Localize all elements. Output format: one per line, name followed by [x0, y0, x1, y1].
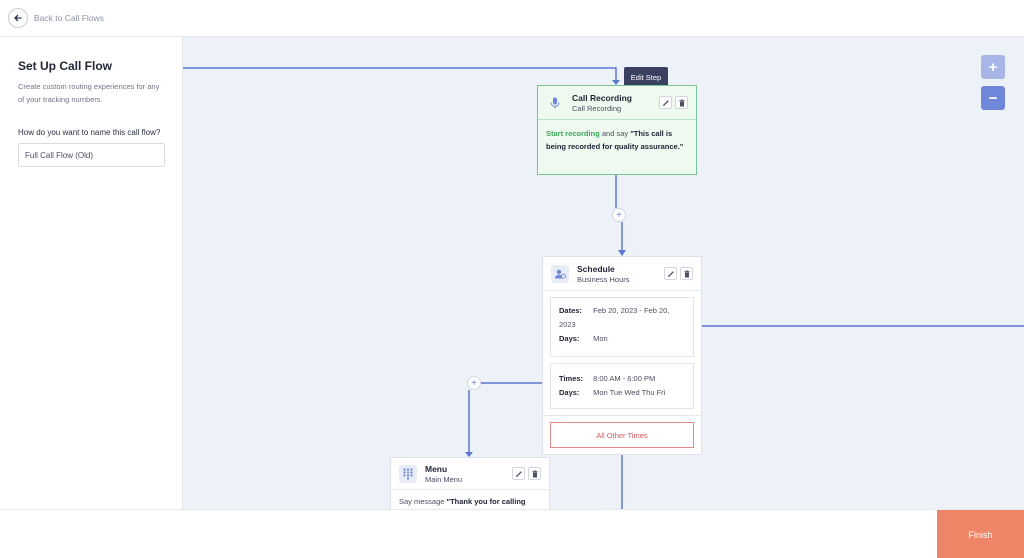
zoom-in-button[interactable]: + — [981, 55, 1005, 79]
dates-row: Dates: Feb 20, 2023 - Feb 20, 2023 — [559, 304, 685, 332]
dates-label: Dates: — [559, 306, 582, 315]
delete-button[interactable] — [675, 96, 688, 109]
node-title: Call Recording — [572, 92, 632, 103]
say-message-label: Say message — [399, 497, 447, 506]
menu-node[interactable]: Menu Main Menu Say message "Thank you fo… — [390, 457, 550, 509]
edit-button[interactable] — [664, 267, 677, 280]
schedule-node[interactable]: Schedule Business Hours Dates: Feb 20, 2… — [542, 256, 702, 455]
delete-button[interactable] — [528, 467, 541, 480]
flow-canvas[interactable]: + + Edit Step Call Recording Call Record… — [183, 37, 1024, 509]
days-value: Mon — [593, 334, 608, 343]
all-other-times-button[interactable]: All Other Times — [550, 422, 694, 448]
node-title: Menu — [425, 463, 448, 474]
edit-step-tooltip: Edit Step — [624, 67, 668, 91]
arrow-left-icon — [14, 14, 22, 22]
connector-lines — [183, 67, 1024, 509]
times-value: 8:00 AM - 6:00 PM — [593, 374, 656, 383]
recording-message: "This call is being recorded for quality… — [546, 129, 684, 151]
keypad-icon — [399, 464, 417, 483]
node-subtitle: Main Menu — [425, 474, 463, 484]
node-header: Menu Main Menu — [391, 458, 549, 490]
pencil-icon — [667, 270, 674, 277]
start-recording-text: Start recording — [546, 129, 600, 138]
days-value: Mon Tue Wed Thu Fri — [593, 388, 666, 397]
back-link[interactable]: Back to Call Flows — [34, 13, 104, 23]
days-label: Days: — [559, 388, 580, 397]
pencil-icon — [662, 99, 669, 106]
menu-message: "Thank you for calling — [446, 497, 526, 506]
sidebar: Set Up Call Flow Create custom routing e… — [0, 37, 183, 509]
arrowhead-schedule — [618, 250, 626, 256]
days-label: Days: — [559, 334, 580, 343]
arrowhead-menu — [465, 452, 473, 457]
node-body: Start recording and say "This call is be… — [538, 120, 696, 160]
node-subtitle: Call Recording — [572, 103, 622, 113]
microphone-icon — [546, 94, 564, 112]
divider — [543, 415, 701, 416]
node-body: Say message "Thank you for calling — [391, 490, 549, 509]
top-bar: Back to Call Flows — [0, 0, 1024, 37]
days-row: Days: Mon Tue Wed Thu Fri — [559, 386, 685, 400]
delete-button[interactable] — [680, 267, 693, 280]
time-rule-box[interactable]: Times: 8:00 AM - 6:00 PM Days: Mon Tue W… — [550, 363, 694, 409]
trash-icon — [531, 470, 538, 477]
node-header: Schedule Business Hours — [543, 257, 701, 291]
node-title: Schedule — [577, 263, 615, 274]
date-rule-box[interactable]: Dates: Feb 20, 2023 - Feb 20, 2023 Days:… — [550, 297, 694, 357]
dates-value: Feb 20, 2023 - Feb 20, 2023 — [559, 306, 670, 329]
footer-bar: Finish — [0, 509, 1024, 558]
user-clock-icon — [551, 264, 569, 283]
days-row: Days: Mon — [559, 332, 685, 346]
back-button[interactable] — [8, 8, 28, 28]
add-branch-button[interactable]: + — [467, 376, 481, 390]
connector-entry — [183, 67, 617, 81]
zoom-out-button[interactable]: − — [981, 86, 1005, 110]
flow-name-label: How do you want to name this call flow? — [18, 128, 161, 137]
arrowhead-recording — [612, 80, 620, 85]
times-row: Times: 8:00 AM - 6:00 PM — [559, 372, 685, 386]
node-header: Call Recording Call Recording — [538, 86, 696, 120]
add-step-button[interactable]: + — [612, 208, 626, 222]
finish-button[interactable]: Finish — [937, 510, 1024, 558]
trash-icon — [678, 99, 685, 106]
page-description: Create custom routing experiences for an… — [18, 82, 160, 104]
pencil-icon — [515, 470, 522, 477]
connector-text: and say — [599, 129, 631, 138]
node-subtitle: Business Hours — [577, 274, 630, 284]
flow-name-input[interactable] — [18, 143, 165, 167]
times-label: Times: — [559, 374, 584, 383]
trash-icon — [683, 270, 690, 277]
edit-button[interactable] — [659, 96, 672, 109]
call-recording-node[interactable]: Call Recording Call Recording Start reco… — [537, 85, 697, 175]
edit-button[interactable] — [512, 467, 525, 480]
page-title: Set Up Call Flow — [18, 59, 113, 73]
